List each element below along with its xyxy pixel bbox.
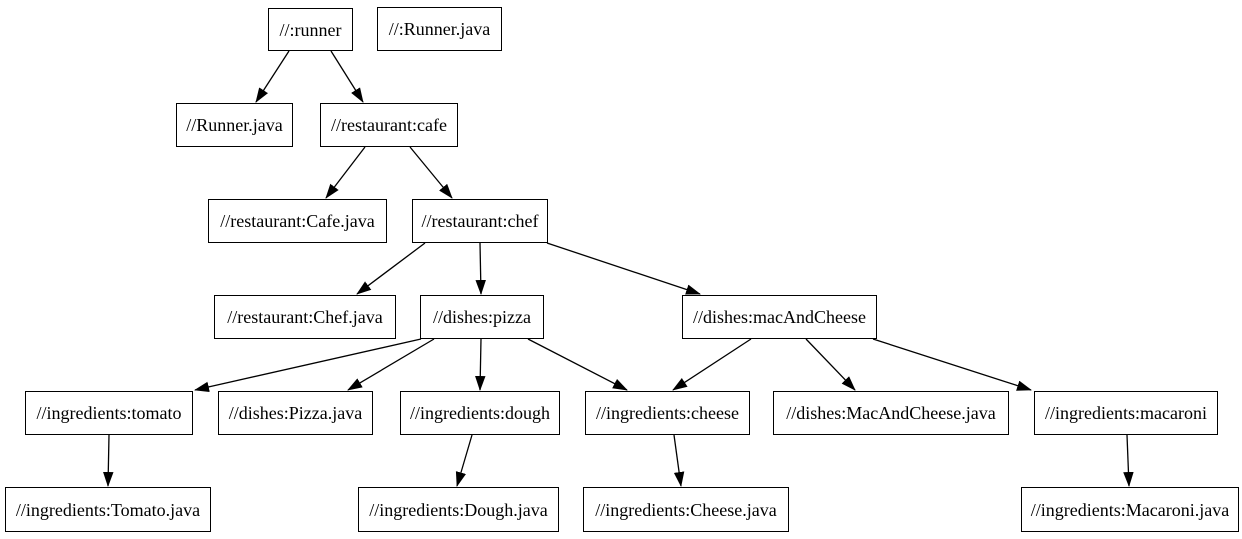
edge-pizza-to-tomato [194,338,422,393]
graph-node-macaroni-java: //ingredients:Macaroni.java [1021,487,1239,532]
graph-node-macaroni: //ingredients:macaroni [1034,391,1218,435]
graph-node-cheese: //ingredients:cheese [585,391,750,435]
edge-dough-to-dough-java [455,434,473,487]
edge-chef-to-mac-and-cheese [546,242,701,295]
edge-cafe-to-cafe-java [325,146,366,199]
graph-node-pizza: //dishes:pizza [420,295,544,339]
graph-node-cheese-java: //ingredients:Cheese.java [583,487,789,532]
graph-node-chef: //restaurant:chef [412,199,548,243]
graph-node-runner-java: //Runner.java [176,103,293,147]
graph-node-pizza-java: //dishes:Pizza.java [218,391,373,435]
edge-tomato-to-tomato-java [103,434,114,487]
edge-macaroni-to-macaroni-java [1123,434,1134,487]
graph-node-tomato: //ingredients:tomato [25,391,193,435]
edge-runner-to-runner-java [255,50,290,103]
edge-cheese-to-cheese-java [673,434,685,487]
edge-cafe-to-chef [409,146,453,199]
graph-node-tomato-java: //ingredients:Tomato.java [5,487,211,532]
graph-node-dough-java: //ingredients:Dough.java [358,487,559,532]
graph-node-dough: //ingredients:dough [400,391,560,435]
edge-runner-to-cafe [330,50,364,103]
graph-node-mac-and-cheese-java: //dishes:MacAndCheese.java [773,391,1009,435]
graph-node-chef-java: //restaurant:Chef.java [214,295,396,339]
graph-node-mac-and-cheese: //dishes:macAndCheese [682,295,877,339]
graph-node-cafe: //restaurant:cafe [320,103,458,147]
edge-mac-and-cheese-to-mac-and-cheese-java [805,338,856,391]
graph-node-runner: //:runner [268,8,353,51]
edge-chef-to-chef-java [356,242,426,295]
edge-pizza-to-pizza-java [347,338,435,391]
edge-chef-to-pizza [475,242,486,295]
graph-node-runner-java-file: //:Runner.java [377,7,502,51]
edge-mac-and-cheese-to-macaroni [872,338,1032,391]
edge-pizza-to-cheese [527,338,628,391]
edge-mac-and-cheese-to-cheese [672,338,752,391]
edge-pizza-to-dough [475,338,486,391]
graph-node-cafe-java: //restaurant:Cafe.java [208,199,387,243]
